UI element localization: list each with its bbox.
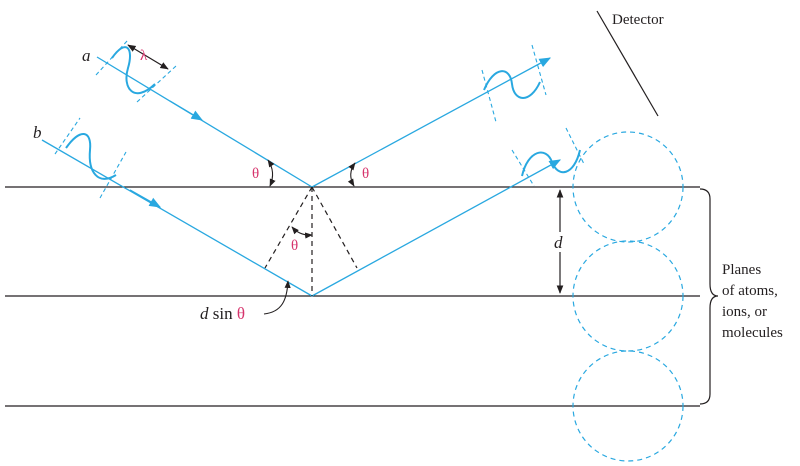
planes-label-line-2: of atoms,: [722, 283, 778, 299]
planes-label-line-3: ions, or: [722, 304, 767, 320]
ray-a-incident-arrow: [169, 100, 204, 121]
planes-label-line-4: molecules: [722, 325, 783, 341]
wave-packet-a-reflected: [481, 44, 547, 123]
detector-label: Detector: [612, 12, 664, 28]
ray-b-label: b: [33, 123, 42, 142]
wavelength-label: λ: [140, 48, 148, 64]
wave-packet-b-reflected: [511, 127, 585, 187]
ray-b-incident: [41, 139, 313, 297]
detector-line: [596, 10, 659, 117]
planes-brace: [699, 188, 719, 405]
d-sin-theta-label: d sin θ: [200, 304, 245, 323]
d-spacing-label: d: [554, 233, 563, 252]
ray-a-reflected: [311, 57, 552, 188]
theta-reflected-label: θ: [362, 166, 369, 182]
angle-incident-arc: [267, 159, 276, 187]
ray-b-reflected: [311, 159, 562, 297]
ray-b-incident-arrow: [129, 189, 162, 208]
d-sin-theta-leader: [263, 280, 291, 315]
atom-circle-3: [572, 350, 684, 462]
atom-circle-2: [572, 240, 684, 352]
angle-normal-arc: [291, 226, 313, 239]
theta-incident-label: θ: [252, 166, 259, 182]
planes-label-line-1: Planes: [722, 262, 761, 278]
path-diff-line-left: [264, 186, 313, 269]
ray-a-incident: [96, 56, 313, 188]
theta-normal-label: θ: [291, 238, 298, 254]
wave-packet-b-incident: [54, 117, 127, 199]
atom-circle-1: [572, 131, 684, 243]
ray-a-label: a: [82, 46, 91, 65]
wavelength-arrow: [127, 44, 169, 70]
angle-reflected-arc: [347, 162, 356, 187]
path-diff-line-right: [311, 186, 358, 269]
